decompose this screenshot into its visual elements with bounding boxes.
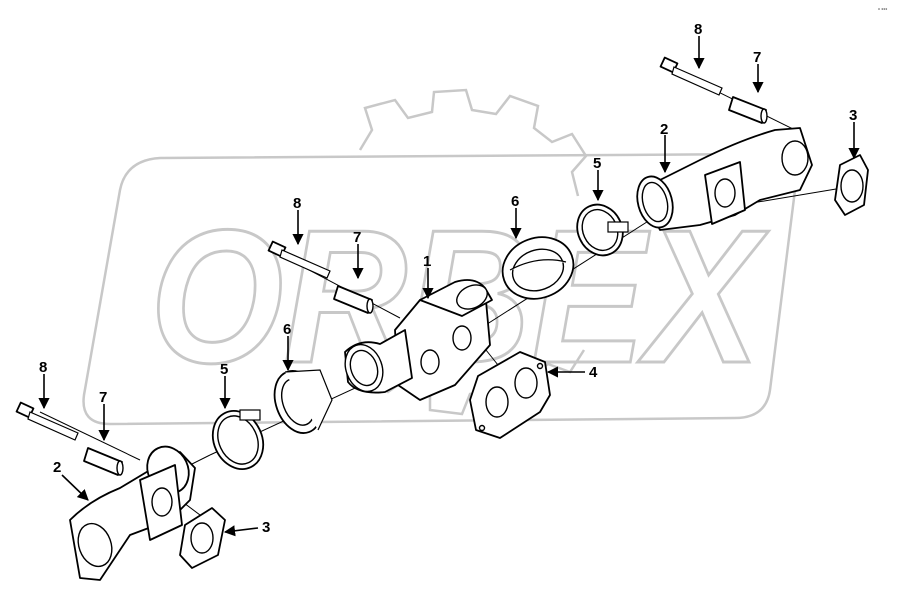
callout-3-left: 3 <box>262 519 270 536</box>
part-3-gasket-right <box>834 154 869 216</box>
callout-arrows <box>38 36 860 537</box>
callout-8-right: 8 <box>694 21 702 38</box>
callout-2-left: 2 <box>53 459 61 476</box>
part-6-coupling-right <box>501 236 575 300</box>
part-8-bolt-mid <box>267 240 331 279</box>
callout-7-mid: 7 <box>353 229 361 246</box>
part-8-bolt-right <box>659 56 723 96</box>
part-7-spacer-mid <box>333 285 374 314</box>
part-2-elbow-right <box>636 127 813 231</box>
part-2-elbow-left <box>69 445 196 581</box>
part-8-bolt-left <box>15 401 79 441</box>
callout-7-right: 7 <box>753 49 761 66</box>
part-5-clamp-right <box>576 203 629 257</box>
callout-1: 1 <box>423 253 431 270</box>
part-3-gasket-left <box>179 507 226 569</box>
callout-6-left: 6 <box>283 321 291 338</box>
part-6-coupling-left <box>273 369 333 434</box>
callout-5-right: 5 <box>593 155 601 172</box>
callout-2-right: 2 <box>660 121 668 138</box>
part-7-spacer-left <box>83 447 124 476</box>
part-1-thermostat-housing <box>344 279 493 401</box>
corner-code: ° °°° <box>878 8 887 14</box>
part-7-spacer-right <box>728 96 768 124</box>
callout-labels: 1 2 2 3 3 4 5 5 6 6 7 7 7 8 8 8 <box>39 21 857 536</box>
callout-5-left: 5 <box>220 361 228 378</box>
callout-3-right: 3 <box>849 107 857 124</box>
callout-4: 4 <box>589 364 598 381</box>
part-5-clamp-left <box>211 409 265 470</box>
callout-7-left: 7 <box>99 389 107 406</box>
callout-8-left: 8 <box>39 359 47 376</box>
callout-8-mid: 8 <box>293 195 301 212</box>
part-4-gasket <box>469 351 551 439</box>
callout-6-right: 6 <box>511 193 519 210</box>
